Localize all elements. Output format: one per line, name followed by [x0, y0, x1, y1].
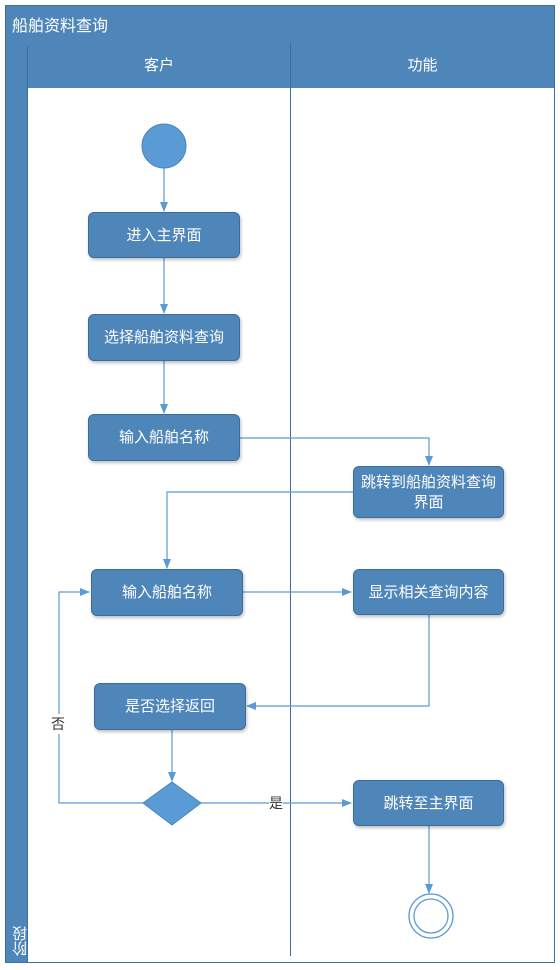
lane-header-customer: 客户 — [28, 42, 290, 88]
node-choose-return: 是否选择返回 — [94, 683, 246, 730]
decision-diamond — [142, 781, 202, 826]
start-node — [141, 123, 187, 169]
end-node-inner — [413, 898, 449, 934]
node-input-name-1: 输入船舶名称 — [88, 414, 240, 461]
edge-jump-to-input2 — [163, 491, 353, 569]
node-jump-main: 跳转至主界面 — [353, 780, 504, 826]
edge-label-yes: 是 — [269, 793, 283, 813]
node-jump-query: 跳转到船舶资料查询界面 — [353, 466, 504, 518]
node-input-name-2: 输入船舶名称 — [91, 569, 243, 616]
edge-input-to-jump — [240, 437, 433, 466]
node-enter-main: 进入主界面 — [88, 212, 240, 258]
stage-bar: 阶段 — [6, 46, 29, 962]
node-select-query: 选择船舶资料查询 — [88, 314, 240, 361]
lane-divider — [290, 42, 291, 956]
node-show-result: 显示相关查询内容 — [353, 569, 504, 615]
lane-header-function: 功能 — [291, 42, 554, 88]
edge-decision-no — [58, 588, 144, 804]
edge-label-no: 否 — [51, 714, 65, 734]
diagram-title: 船舶资料查询 — [6, 6, 554, 46]
edge-show-to-choose — [246, 614, 430, 710]
